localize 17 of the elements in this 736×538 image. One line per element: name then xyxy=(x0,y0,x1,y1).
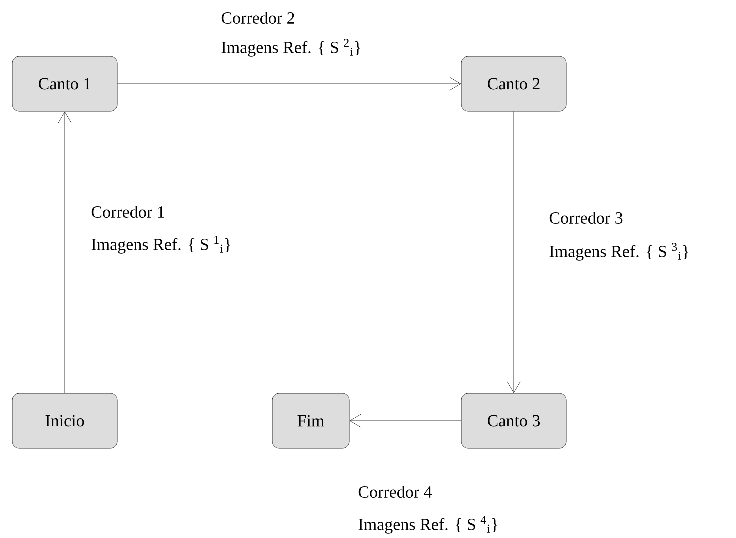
edge-label: Corredor 4 xyxy=(358,486,432,498)
reference-label: Imagens Ref. { S $^{3}$$_{i}$} xyxy=(550,243,688,261)
reference-label: Imagens Ref. { S $^{2}$$_{i}$} xyxy=(222,39,360,57)
corner-box: Fim xyxy=(272,393,350,449)
corner-box: Canto 3 xyxy=(461,393,567,449)
arrow xyxy=(507,112,521,394)
corner-box: Canto 1 xyxy=(12,56,118,112)
reference-label: Imagens Ref. { S $^{4}$$_{i}$} xyxy=(358,516,498,534)
arrow xyxy=(118,77,462,91)
edge-label: Corredor 3 xyxy=(550,212,623,224)
arrow xyxy=(350,414,462,428)
arrow xyxy=(58,112,72,394)
edge-label: Corredor 2 xyxy=(222,12,294,24)
reference-label: Imagens Ref. { S $^{1}$$_{i}$} xyxy=(92,236,230,254)
corner-box: Canto 2 xyxy=(461,56,567,112)
edge-label: Corredor 1 xyxy=(92,206,164,218)
corner-box: Inicio xyxy=(12,393,118,449)
